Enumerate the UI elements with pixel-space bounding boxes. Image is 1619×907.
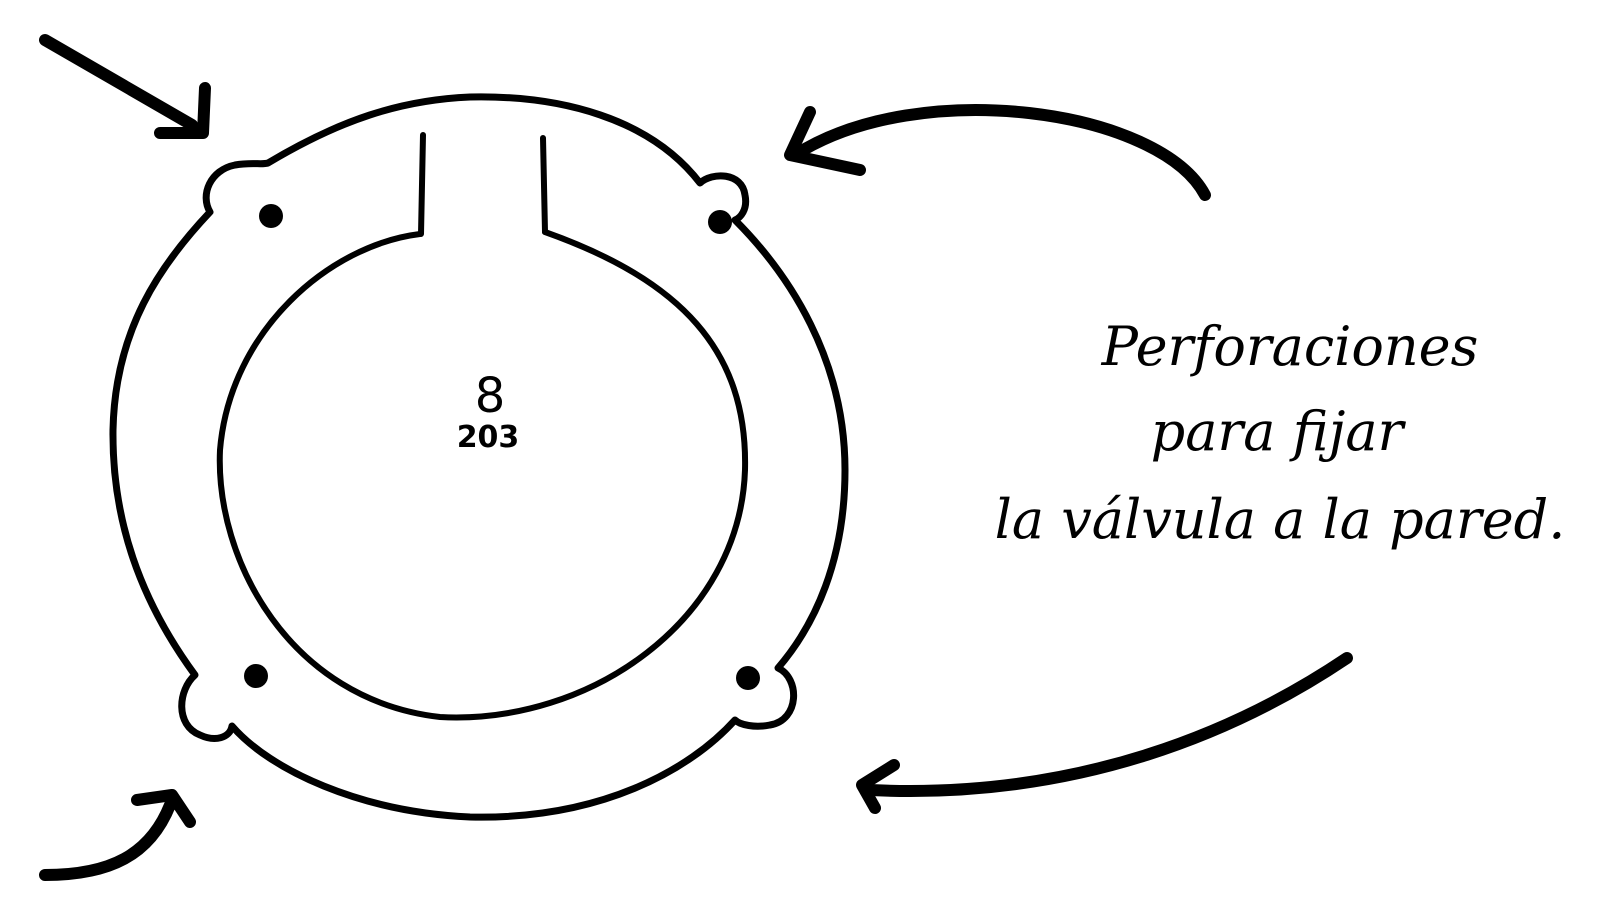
mounting-hole-top-right <box>708 210 732 234</box>
size-sublabel: 203 <box>457 420 520 455</box>
annotation-line-3: la válvula a la pared. <box>995 488 1566 551</box>
size-label: 8 <box>475 368 506 424</box>
arrow-top-left <box>39 34 211 139</box>
mounting-hole-bottom-right <box>736 666 760 690</box>
arrow-bottom-left <box>39 789 196 881</box>
mounting-hole-bottom-left <box>244 664 268 688</box>
arrow-bottom-right <box>856 652 1353 814</box>
slot-left-wall <box>418 132 426 237</box>
annotation-line-1: Perforaciones <box>1101 315 1479 378</box>
flange-inner-bore <box>216 229 749 721</box>
annotation-line-2: para fijar <box>1151 400 1407 463</box>
arrow-top-right <box>784 104 1211 201</box>
slot-right-wall <box>540 135 548 235</box>
flange-outer-outline <box>109 93 849 821</box>
mounting-hole-top-left <box>259 204 283 228</box>
annotation-text: Perforaciones para fijar la válvula a la… <box>995 315 1566 551</box>
